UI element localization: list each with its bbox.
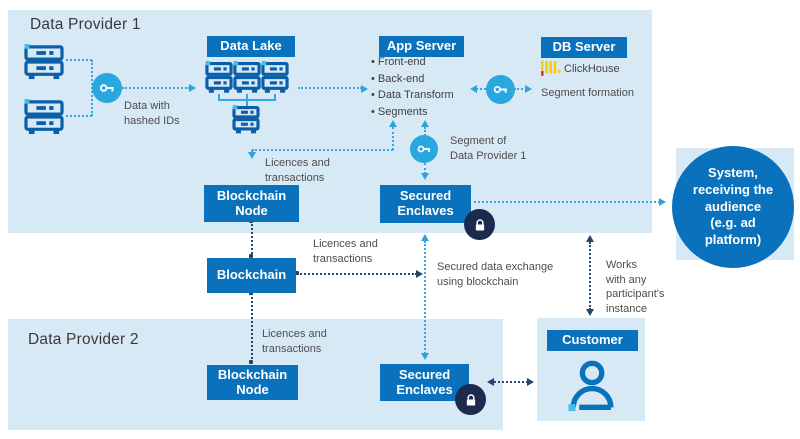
- arrowhead-to-appserver: [470, 85, 477, 93]
- connector-enclaves1-to-enclaves2: [424, 241, 426, 354]
- connector-server1-elbow: [66, 59, 92, 61]
- arrowhead-up-dp1: [586, 235, 594, 242]
- arrowhead-to-dbserver: [525, 85, 532, 93]
- lock-icon: [455, 384, 486, 415]
- arrowhead-up-into-segments: [389, 120, 397, 127]
- server-icon: [232, 105, 260, 134]
- data-lake-box: Data Lake: [207, 36, 295, 57]
- connector-enclaves2-customer: [494, 381, 528, 383]
- secured-exchange-label: Secured data exchange using blockchain: [437, 261, 554, 288]
- data-provider-1-title: Data Provider 1: [30, 16, 141, 33]
- system-circle: System, receiving the audience (e.g. ad …: [672, 146, 794, 268]
- arrowhead-down-enclaves2: [421, 353, 429, 360]
- feature-backend: Back-end: [371, 72, 454, 86]
- arrowhead-down-customer: [586, 309, 594, 316]
- connector-enclaves-to-system: [474, 201, 660, 203]
- connector-works-with: [589, 242, 591, 310]
- arrowhead-into-blockchainnode1: [248, 152, 256, 159]
- arrowhead-to-customer: [527, 378, 534, 386]
- db-server-box: DB Server: [541, 37, 627, 58]
- server-icon: [24, 44, 64, 80]
- server-icon: [233, 61, 261, 93]
- licences-label-3: Licences and transactions: [262, 328, 327, 355]
- connector-node1-blockchain: [251, 221, 253, 257]
- server-icon: [24, 99, 64, 135]
- data-provider-2-title: Data Provider 2: [28, 331, 139, 348]
- segment-of-dp1-label: Segment of Data Provider 1: [450, 135, 527, 162]
- app-server-box: App Server: [379, 36, 464, 57]
- arrowhead-up-segments-2: [421, 120, 429, 127]
- works-with-label: Works with any participant's instance: [606, 259, 665, 315]
- clickhouse-label: ClickHouse: [564, 63, 620, 75]
- licences-label-2: Licences and transactions: [313, 238, 378, 265]
- connector-blockchain-node2: [251, 293, 253, 363]
- connector-key-to-datalake: [122, 87, 190, 89]
- connector-key-enclaves-lower: [424, 163, 426, 174]
- arrowhead-up-enclaves1: [421, 234, 429, 241]
- feature-frontend: Front-end: [371, 55, 454, 69]
- segment-formation-label: Segment formation: [541, 87, 634, 99]
- blockchain-node-1-box: Blockchain Node: [204, 185, 299, 222]
- feature-segments: Segments: [371, 105, 454, 119]
- licences-label-1: Licences and transactions: [265, 157, 330, 184]
- connector-segments-key-upper: [424, 127, 426, 136]
- arrowhead-to-enclaves2: [487, 378, 494, 386]
- endpoint-dot: [249, 291, 253, 295]
- secured-enclaves-2-box: Secured Enclaves: [380, 364, 469, 401]
- arrowhead-into-system: [659, 198, 666, 206]
- connector-blockchain-exchange: [297, 273, 417, 275]
- key-icon: [410, 135, 438, 163]
- server-icon: [205, 61, 233, 93]
- app-server-feature-list: Front-end Back-end Data Transform Segmen…: [371, 55, 454, 121]
- secured-enclaves-1-box: Secured Enclaves: [380, 185, 471, 223]
- bracket-stub: [246, 94, 248, 100]
- connector-appserver-key-right: [514, 88, 527, 90]
- clickhouse-logo: [541, 61, 561, 76]
- data-with-hashed-ids-label: Data with hashed IDs: [124, 100, 180, 127]
- key-icon: [486, 75, 515, 104]
- lock-icon: [464, 209, 495, 240]
- bracket-stub: [218, 94, 220, 100]
- bracket-stub: [274, 94, 276, 100]
- feature-data-transform: Data Transform: [371, 88, 454, 102]
- key-icon: [92, 73, 122, 103]
- connector-appserver-to-blockchainnode: [252, 149, 393, 151]
- arrowhead-into-appserver: [361, 85, 368, 93]
- bracket-stub-center: [246, 99, 248, 106]
- connector-appserver-key-left: [472, 88, 486, 90]
- blockchain-node-2-box: Blockchain Node: [207, 365, 298, 400]
- connector-server2-elbow: [66, 115, 92, 117]
- arrowhead-into-enclaves1: [421, 173, 429, 180]
- arrowhead-into-datalake: [189, 84, 196, 92]
- endpoint-dot: [295, 271, 299, 275]
- endpoint-dot: [249, 360, 253, 364]
- connector-segments-down: [392, 127, 394, 150]
- customer-box: Customer: [547, 330, 638, 351]
- server-icon: [261, 61, 289, 93]
- endpoint-dot: [249, 254, 253, 258]
- blockchain-box: Blockchain: [207, 258, 296, 293]
- arrowhead-exchange: [416, 270, 423, 278]
- person-icon: [568, 360, 614, 412]
- connector-datalake-to-appserver: [298, 87, 362, 89]
